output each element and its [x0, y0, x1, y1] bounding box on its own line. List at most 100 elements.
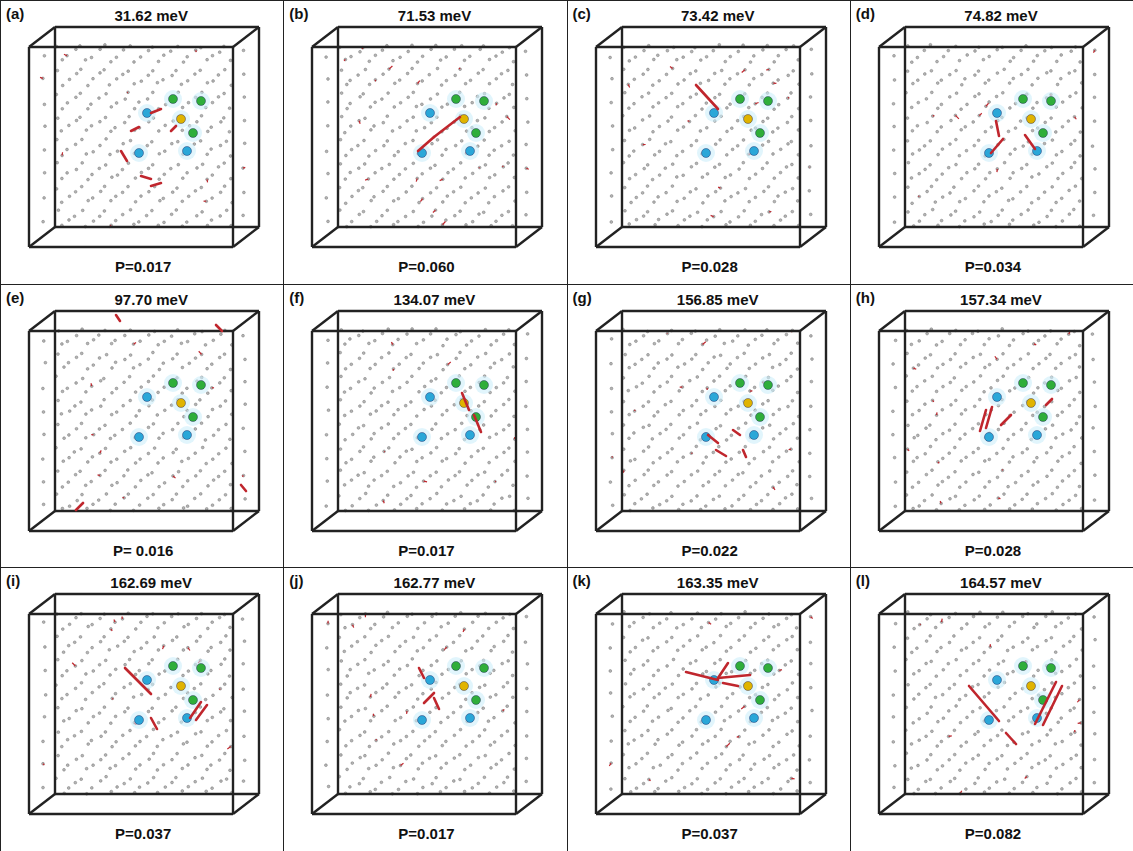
- atom-dot: [176, 352, 179, 355]
- atom-dot: [349, 171, 352, 174]
- atom-dot: [632, 102, 635, 105]
- atom-dot: [75, 168, 78, 171]
- atom-dot: [652, 366, 655, 369]
- small-displacement: [98, 474, 100, 476]
- small-displacement: [478, 167, 480, 169]
- atom-dot: [181, 200, 184, 203]
- atom-dot: [778, 502, 781, 505]
- atom-dot: [374, 101, 377, 104]
- atom-dot: [61, 342, 64, 345]
- atom-dot: [1044, 121, 1047, 124]
- atom-dot: [1060, 150, 1063, 153]
- atom-halo: [192, 376, 210, 394]
- atom-dot: [430, 451, 433, 454]
- atom-dot: [380, 426, 383, 429]
- atom-dot: [139, 56, 142, 59]
- small-displacement: [918, 195, 920, 197]
- atom-dot: [623, 186, 626, 189]
- atom-dot: [381, 332, 384, 335]
- atom-dot: [754, 173, 757, 176]
- box-edge: [233, 511, 259, 531]
- atom-dot: [412, 210, 415, 213]
- atom-dot: [1011, 197, 1014, 200]
- atom-dot: [512, 154, 515, 157]
- atom-dot: [699, 130, 702, 133]
- atom-dot: [430, 379, 433, 382]
- atom-dot: [699, 82, 702, 85]
- atom-dot: [627, 484, 630, 487]
- atom-dot: [1045, 71, 1048, 74]
- atom-dot: [791, 187, 794, 190]
- figure-panel: (g)156.85 meVP=0.022: [567, 284, 851, 569]
- small-displacement: [212, 387, 214, 388]
- atom-dot: [134, 390, 137, 393]
- atom-dot: [508, 446, 511, 449]
- atom-dot: [84, 59, 87, 62]
- atom-dot: [483, 211, 486, 214]
- atom-dot: [63, 365, 66, 368]
- atom-dot: [210, 386, 213, 389]
- atom-dot: [114, 339, 117, 342]
- atom-dot: [397, 408, 400, 411]
- atom-dot: [508, 398, 511, 401]
- atom-dot: [60, 130, 63, 133]
- atom-dot: [114, 195, 117, 198]
- atom-dot: [681, 409, 684, 412]
- atom-dot: [201, 446, 204, 449]
- atom-dot: [383, 144, 386, 147]
- box-edge: [54, 311, 56, 511]
- atom-dot: [75, 48, 78, 51]
- displacement-vector: [121, 151, 127, 161]
- atom-dot: [786, 97, 789, 100]
- atom-dot: [656, 361, 659, 364]
- atom-dot: [503, 428, 506, 431]
- small-displacement: [979, 113, 982, 115]
- atom-dot: [1036, 54, 1039, 57]
- box-edge: [516, 27, 542, 47]
- atom-dot: [440, 437, 443, 440]
- small-displacement: [808, 166, 809, 167]
- atom-dot: [194, 356, 197, 359]
- atom-halo: [447, 374, 465, 392]
- small-displacement: [443, 222, 446, 225]
- atom-dot: [243, 119, 246, 122]
- atom-dot: [464, 367, 467, 370]
- atom-dot: [942, 55, 945, 58]
- atom-dot: [809, 48, 812, 51]
- atom-dot: [162, 197, 165, 200]
- box-edge: [258, 311, 260, 511]
- atom-dot: [42, 503, 45, 506]
- atom-dot: [121, 73, 124, 76]
- box-edge: [596, 246, 800, 248]
- atom-dot: [325, 150, 328, 153]
- atom-dot: [435, 470, 438, 473]
- atom-dot: [156, 81, 159, 84]
- atom-dot: [1059, 77, 1062, 80]
- atom-dot: [704, 504, 707, 507]
- atom-dot: [393, 413, 396, 416]
- atom-dot: [634, 196, 637, 199]
- atom-dot: [98, 427, 101, 430]
- atom-dot: [80, 185, 83, 188]
- atom-dot: [392, 223, 395, 226]
- atom-dot: [489, 366, 492, 369]
- figure-panel: (a)31.62 meVP=0.017: [0, 0, 284, 285]
- atom-dot: [650, 437, 653, 440]
- atom-dot: [982, 200, 985, 203]
- atom-dot: [116, 481, 119, 484]
- atom-dot: [105, 492, 108, 495]
- atom-dot: [1043, 142, 1046, 145]
- atom-dot: [651, 130, 654, 133]
- atom-dot: [941, 148, 944, 151]
- atom-dot: [917, 101, 920, 104]
- atom-dot: [1030, 84, 1033, 87]
- box-edge: [54, 27, 56, 227]
- atom-dot: [430, 48, 433, 51]
- atom-dot: [104, 424, 107, 427]
- atom-dot: [608, 56, 611, 59]
- atom-dot: [665, 73, 668, 76]
- atom-dot: [1091, 145, 1094, 148]
- small-displacement: [389, 66, 392, 69]
- atom-dot: [728, 55, 731, 58]
- atom-dot: [972, 121, 975, 124]
